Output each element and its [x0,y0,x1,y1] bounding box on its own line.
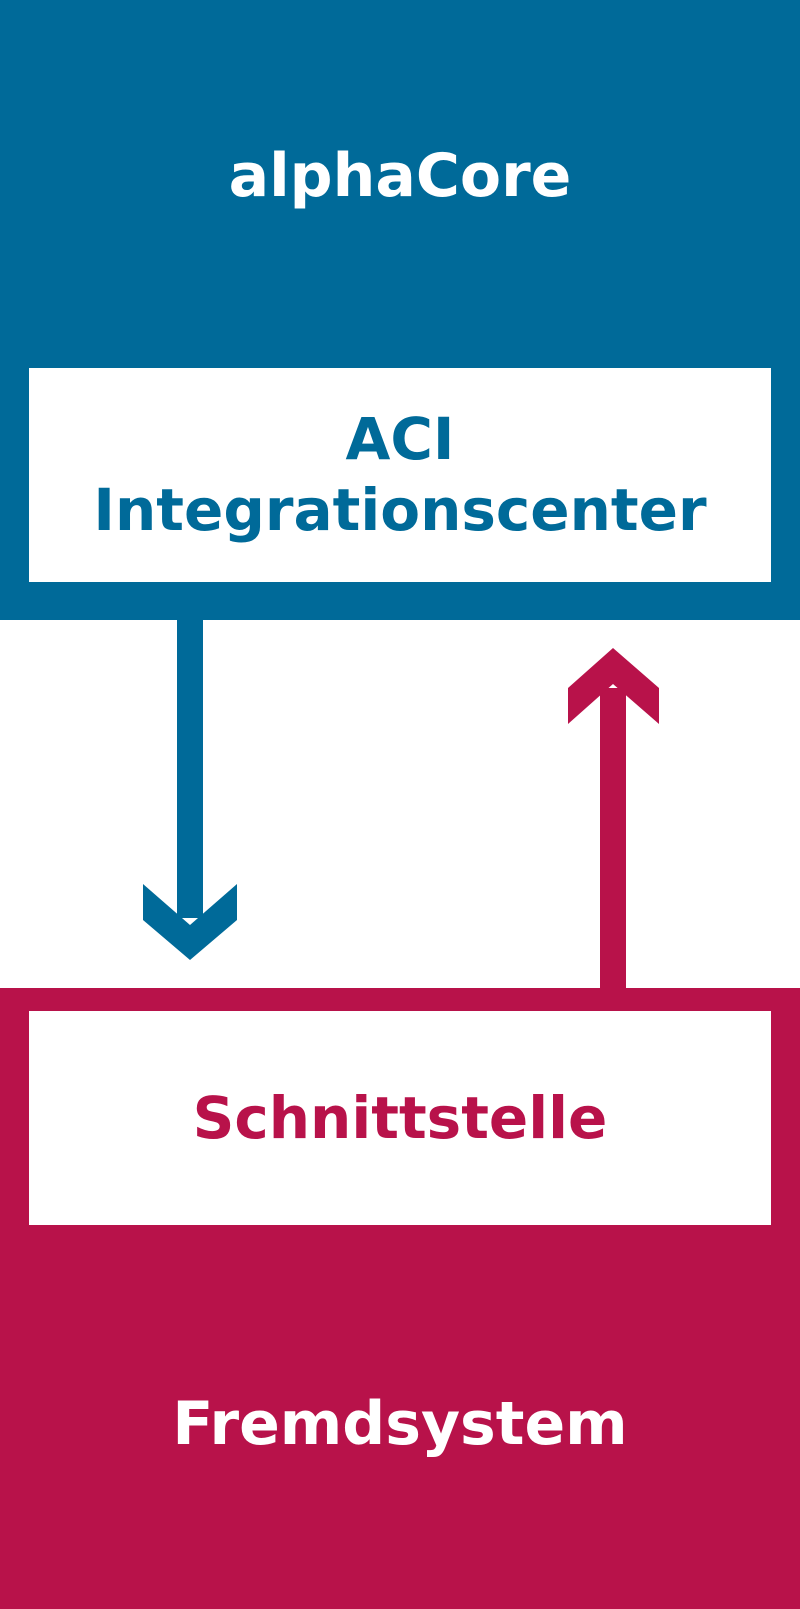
alphacore-block: alphaCore ACI Integrationscenter [0,0,800,620]
schnittstelle-label: Schnittstelle [192,1083,608,1152]
aci-integrationscenter-box: ACI Integrationscenter [29,368,771,582]
integrationscenter-label: Integrationscenter [93,476,707,544]
down-arrow-icon [143,618,237,960]
alphacore-title: alphaCore [228,141,572,211]
fremdsystem-block: Schnittstelle Fremdsystem [0,988,800,1609]
fremdsystem-title: Fremdsystem [172,1389,628,1459]
up-arrow-icon [568,648,659,990]
schnittstelle-box: Schnittstelle [29,1011,771,1225]
aci-label: ACI [345,405,455,474]
